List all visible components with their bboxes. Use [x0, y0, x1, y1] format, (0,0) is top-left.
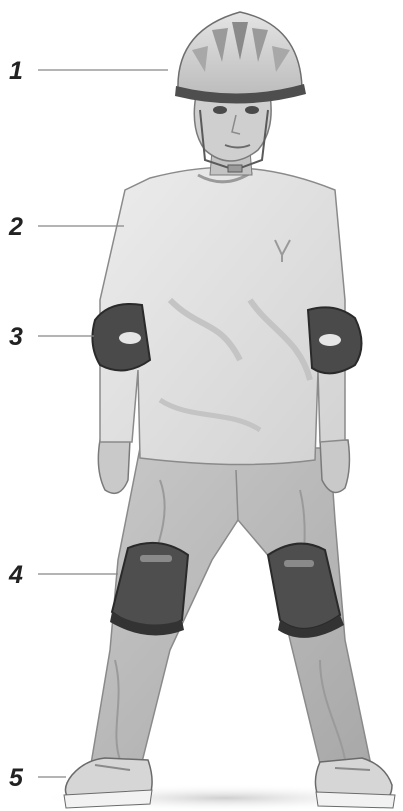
- label-number-5: 5: [9, 766, 23, 791]
- hand-left: [98, 440, 130, 493]
- elbow-pad-right: [308, 307, 362, 373]
- label-number-3: 3: [9, 325, 23, 350]
- label-number-1: 1: [9, 59, 23, 84]
- hand-right: [320, 440, 349, 493]
- label-number-4: 4: [9, 563, 23, 588]
- shoe-left: [64, 758, 152, 808]
- label-number-2: 2: [9, 215, 23, 240]
- shoe-right: [315, 758, 395, 808]
- head: [194, 95, 271, 172]
- helmet: [175, 12, 306, 104]
- elbow-pad-left: [92, 304, 150, 370]
